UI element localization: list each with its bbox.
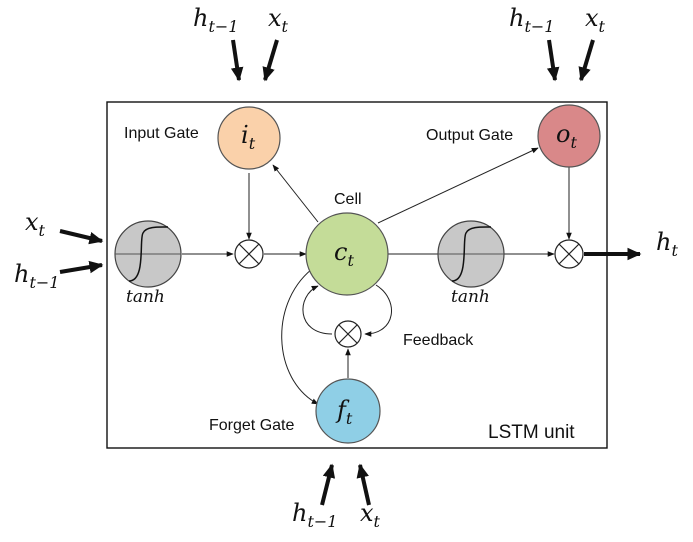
arrow-cell-to-output-gate <box>377 147 539 224</box>
tanh-input-block <box>114 220 182 288</box>
h-prev-label-output-gate: ht−1 <box>509 4 554 36</box>
cell-label: Cell <box>334 191 362 208</box>
input-gate-label: Input Gate <box>124 125 199 142</box>
arrow-h-prev-to-tanh <box>59 260 104 274</box>
x-label-input-gate: xt <box>268 4 289 36</box>
arrow-x-to-output-gate <box>578 39 595 82</box>
tanh-input-caption: tanh <box>126 287 165 307</box>
h-prev-label-forget-gate: ht−1 <box>292 499 337 531</box>
arrow-x-to-tanh <box>59 229 104 245</box>
arrow-cell-to-forget-gate <box>281 265 319 405</box>
arrow-h-prev-to-forget-gate <box>320 463 336 506</box>
multiply-icon <box>554 239 584 269</box>
multiply-icon <box>234 239 264 269</box>
output-gate-node <box>537 104 601 168</box>
input-gate-node <box>217 106 281 170</box>
h-prev-label-input-gate: ht−1 <box>193 4 238 36</box>
sigmoid-curve-icon <box>451 226 492 282</box>
feedback-loop-in <box>302 285 333 335</box>
arrow-cell-to-input-gate <box>272 164 319 223</box>
x-label-output-gate: xt <box>585 4 606 36</box>
feedback-label: Feedback <box>403 332 474 349</box>
tanh-output-caption: tanh <box>451 287 490 307</box>
feedback-loop-out <box>364 284 392 337</box>
output-gate-symbol: ot <box>556 120 577 152</box>
arrow-h-prev-to-input-gate <box>230 39 244 82</box>
output-gate-label: Output Gate <box>426 127 513 144</box>
sigmoid-curve-icon <box>128 226 169 282</box>
arrow-x-to-forget-gate <box>356 463 371 506</box>
forget-gate-label: Forget Gate <box>209 417 294 434</box>
forget-gate-node <box>315 378 381 444</box>
arrow-h-prev-to-output-gate <box>546 39 560 82</box>
cell-symbol: ct <box>334 238 354 270</box>
h-prev-label-tanh: ht−1 <box>14 260 59 292</box>
x-label-forget-gate: xt <box>360 499 381 531</box>
input-gate-symbol: it <box>241 121 256 153</box>
lstm-unit-label: LSTM unit <box>488 422 575 443</box>
output-h-label: ht <box>656 228 678 260</box>
lstm-unit-box <box>106 101 608 449</box>
multiply-icon <box>334 320 362 348</box>
tanh-output-block <box>437 220 505 288</box>
x-label-tanh: xt <box>25 208 46 240</box>
arrow-x-to-input-gate <box>262 39 279 82</box>
cell-node <box>305 212 389 296</box>
